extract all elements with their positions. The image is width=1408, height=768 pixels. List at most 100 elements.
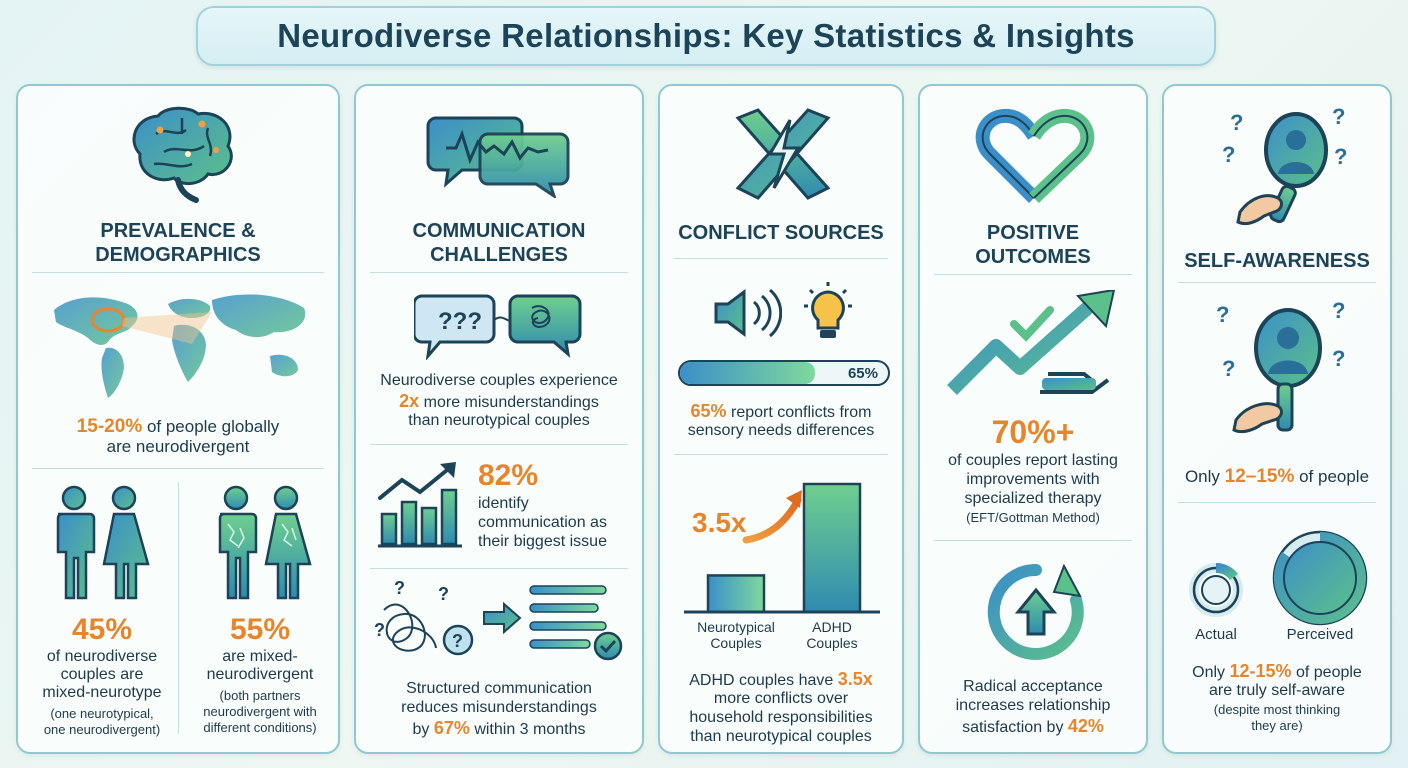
comm-stat1-line2: 2x more misunderstandings [356, 392, 642, 412]
prevalence-value: 15-20% [76, 416, 143, 437]
mixed-neurotype-value: 45% [71, 613, 133, 646]
divider [674, 454, 888, 455]
perceived-donut-icon [1272, 530, 1368, 626]
divider [32, 468, 324, 469]
positive-stat2-line3: satisfaction by 42% [920, 717, 1146, 737]
confused-bubbles-icon [414, 294, 582, 360]
chart-label-neurotypical-1: Neurotypical [697, 619, 775, 635]
panel-title-line2: OUTCOMES [975, 246, 1091, 268]
divider [674, 258, 888, 259]
svg-text:?: ? [374, 620, 385, 640]
neurodivergent-couple-icon [218, 485, 312, 600]
prevalence-text-line2: are neurodivergent [106, 437, 250, 456]
question-mark: ? [1222, 356, 1235, 381]
divider [1178, 502, 1376, 503]
speech-bubbles-icon [426, 116, 570, 198]
chart-annotation: 3.5x [692, 507, 747, 538]
prevalence-text: of people globally [146, 417, 280, 436]
comm-stat3-line2: reduces misunderstandings [401, 699, 597, 716]
mixed-neurodivergent-note3: different conditions) [203, 720, 317, 735]
divider [1178, 282, 1376, 283]
mixed-neurotype-line2: couples are [60, 666, 144, 683]
brain-icon [132, 106, 233, 203]
conflict-stat2-line4: than neurotypical couples [690, 728, 872, 745]
panel-title: CONFLICT SOURCES [678, 222, 884, 244]
svg-text:?: ? [438, 584, 449, 604]
conflict-stat2-line2: more conflicts over [713, 690, 849, 707]
question-mark: ? [1216, 302, 1229, 327]
chart-label-neurotypical-2: Couples [710, 635, 761, 651]
page-title: Neurodiverse Relationships: Key Statisti… [277, 17, 1135, 54]
positive-stat2-value: 42% [1067, 716, 1104, 736]
comm-stat2-line1: identify [478, 495, 529, 512]
comm-stat3-suffix: within 3 months [469, 721, 586, 738]
positive-stat2-prefix: satisfaction by [962, 719, 1068, 736]
prevalence-stat: 15-20% of people globally [18, 416, 338, 437]
comm-stat2-line3: their biggest issue [478, 533, 607, 550]
self-stat2-suffix: of people [1291, 664, 1362, 681]
panel-title-line1: POSITIVE [986, 222, 1080, 244]
panel-title-line2: CHALLENGES [430, 244, 568, 266]
question-marks-text: ??? [438, 308, 482, 335]
growth-arrow-icon [947, 290, 1116, 395]
svg-text:?: ? [452, 631, 463, 651]
rising-bars-icon [378, 462, 462, 548]
question-mark: ? [1332, 104, 1345, 129]
progress-fill [680, 362, 816, 384]
positive-stat2-line2: increases relationship [955, 697, 1111, 714]
mixed-neurodivergent-note2: neurodivergent with [203, 704, 317, 719]
speaker-icon [714, 288, 782, 338]
self-stat2-note2: they are) [1251, 718, 1303, 733]
divider [370, 444, 628, 445]
divider [178, 482, 179, 734]
self-stat1-prefix: Only [1184, 467, 1225, 486]
conflict-bar-chart: 3.5x Neurotypical Couples ADHD Couples [684, 482, 880, 651]
positive-stat1-value: 70%+ [991, 414, 1075, 450]
mixed-neurotype-line3: mixed-neurotype [42, 684, 162, 701]
divider [370, 272, 628, 273]
couple-icon [56, 485, 150, 600]
mixed-neurotype-note1: (one neurotypical, [50, 706, 154, 721]
actual-label: Actual [1195, 626, 1237, 643]
lightbulb-icon [804, 282, 852, 338]
actual-donut-icon [1189, 563, 1243, 617]
mixed-neurodivergent-value: 55% [229, 613, 291, 646]
conflict-stat2-prefix: ADHD couples have [689, 672, 838, 689]
comm-stat3-prefix: by [412, 721, 434, 738]
conflict-cross-icon [735, 108, 831, 200]
chart-bar-neurotypical [706, 574, 766, 614]
self-stat1-suffix: of people [1294, 467, 1370, 486]
self-stat1-value: 12–15% [1224, 466, 1295, 487]
positive-stat2-line1: Radical acceptance [963, 678, 1103, 695]
self-stat2-line2: are truly self-aware [1208, 682, 1346, 699]
positive-stat1-line1: of couples report lasting [948, 452, 1118, 469]
title-banner: Neurodiverse Relationships: Key Statisti… [196, 6, 1216, 66]
panel-title-line1: COMMUNICATION [412, 220, 586, 242]
comm-stat1-value: 2x [399, 391, 420, 411]
question-mark: ? [1334, 144, 1347, 169]
perceived-label: Perceived [1286, 626, 1354, 643]
panel-title: SELF-AWARENESS [1184, 250, 1370, 272]
conflict-stat2-line3: household responsibilities [689, 709, 873, 726]
comm-stat3-line1: Structured communication [406, 680, 592, 697]
chart-trend-arrow [742, 496, 802, 544]
self-stat2-prefix: Only [1192, 664, 1230, 681]
mixed-neurotype-line1: of neurodiverse [46, 648, 158, 665]
self-stat1: Only 12–15% of people [1164, 466, 1390, 487]
panel-communication: COMMUNICATION CHALLENGES ??? Neurodivers… [354, 84, 644, 754]
positive-stat1-note: (EFT/Gottman Method) [966, 510, 1100, 525]
mixed-neurodivergent-line2: neurodivergent [206, 666, 314, 683]
self-stat2-value: 12-15% [1229, 661, 1292, 681]
progress-label: 65% [847, 365, 878, 382]
interlocked-hearts-icon [975, 108, 1095, 204]
comm-stat1-line3: than neurotypical couples [408, 412, 590, 429]
svg-text:?: ? [394, 580, 405, 598]
mixed-neurodivergent-note1: (both partners [219, 688, 301, 703]
chart-bar-adhd [802, 482, 862, 614]
divider [32, 272, 324, 273]
panel-positive: POSITIVE OUTCOMES 70%+ of couples report… [918, 84, 1148, 754]
mixed-neurodivergent-line1: are mixed- [222, 648, 298, 665]
positive-stat1-line2: improvements with [966, 471, 1100, 488]
conflict-stat1-line1: 65% report conflicts from [660, 402, 902, 422]
self-stat2-note1: (despite most thinking [1213, 702, 1341, 717]
